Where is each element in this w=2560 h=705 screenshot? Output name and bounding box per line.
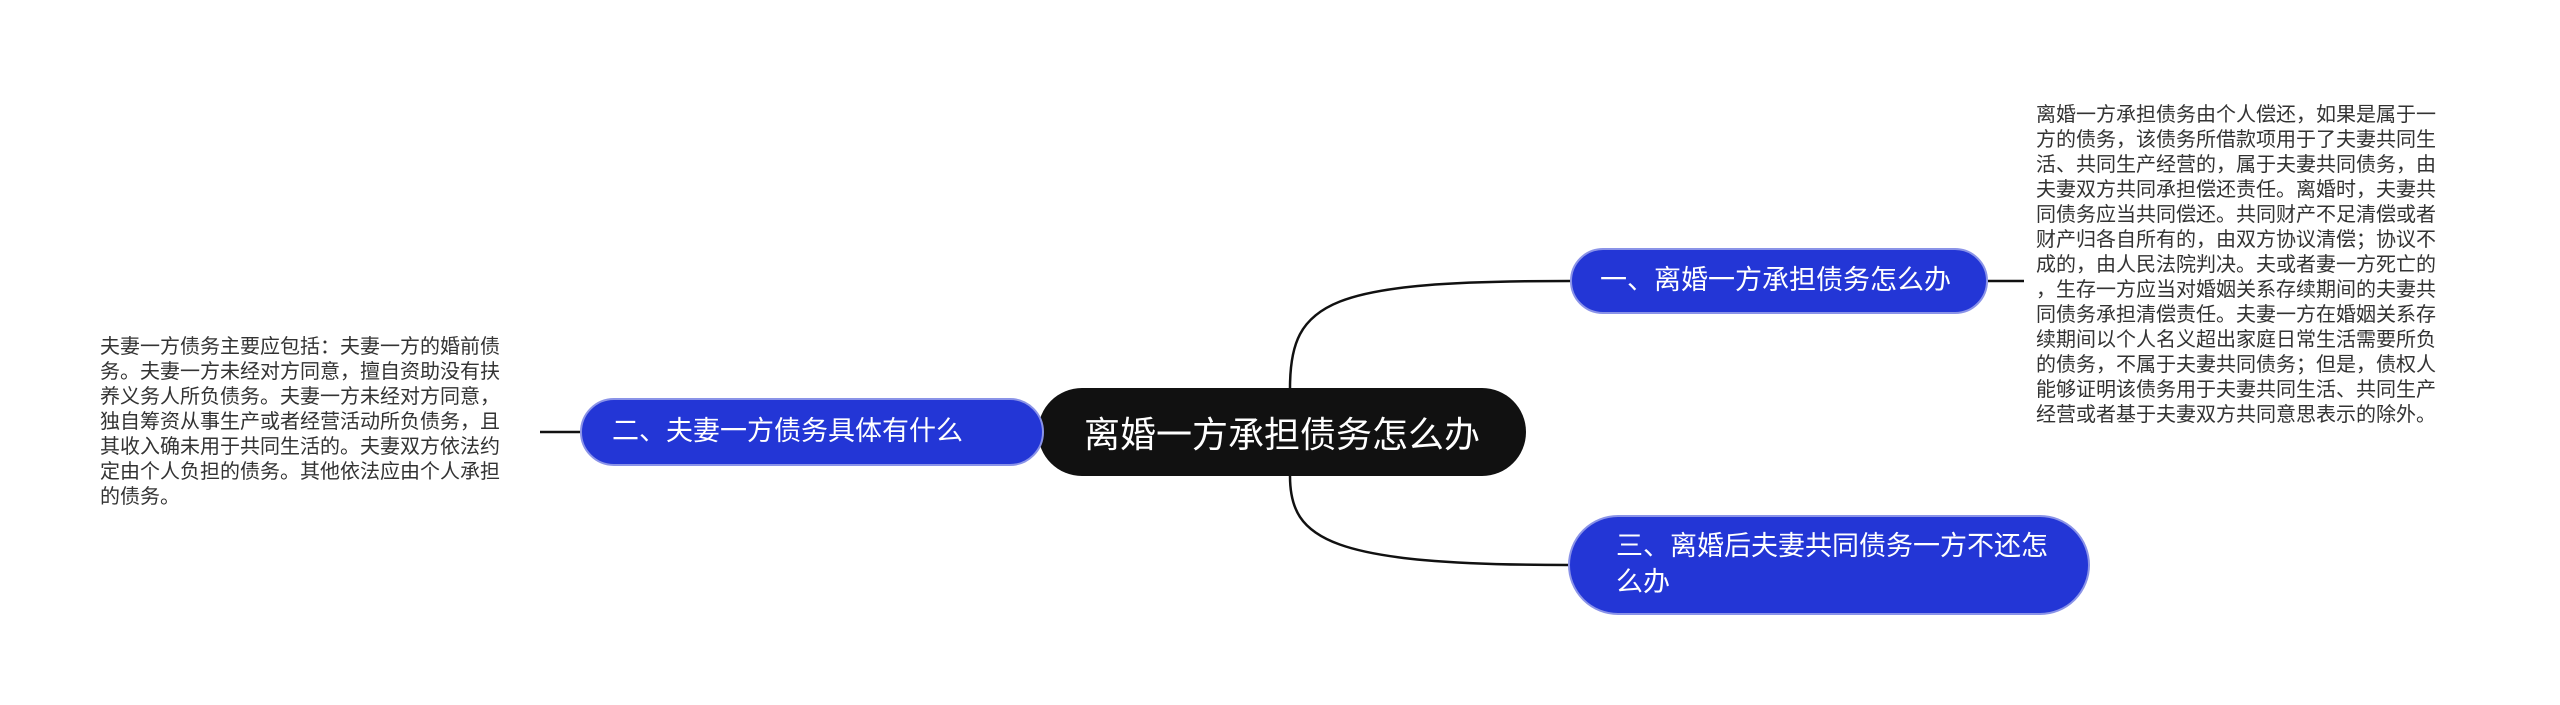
branch-node-1-label: 一、离婚一方承担债务怎么办 bbox=[1600, 265, 1951, 296]
root-node[interactable]: 离婚一方承担债务怎么办 bbox=[1038, 388, 1526, 476]
branch-node-2[interactable]: 二、夫妻一方债务具体有什么 bbox=[580, 398, 1044, 466]
root-node-label: 离婚一方承担债务怎么办 bbox=[1083, 415, 1480, 456]
connector-root-to-branch-1 bbox=[1288, 279, 1571, 389]
branch-2-detail-text: 夫妻一方债务主要应包括：夫妻一方的婚前债 务。夫妻一方未经对方同意，擅自资助没有… bbox=[100, 334, 500, 508]
branch-node-3-label: 三、离婚后夫妻共同债务一方不还怎么办 bbox=[1616, 531, 2048, 598]
branch-1-detail-text: 离婚一方承担债务由个人偿还，如果是属于一 方的债务，该债务所借款项用于了夫妻共同… bbox=[2036, 102, 2436, 426]
branch-node-1[interactable]: 一、离婚一方承担债务怎么办 bbox=[1570, 248, 1988, 314]
branch-node-3[interactable]: 三、离婚后夫妻共同债务一方不还怎么办 bbox=[1568, 515, 2090, 615]
branch-node-2-label: 二、夫妻一方债务具体有什么 bbox=[612, 416, 963, 447]
connector-root-to-branch-3 bbox=[1288, 475, 1569, 567]
